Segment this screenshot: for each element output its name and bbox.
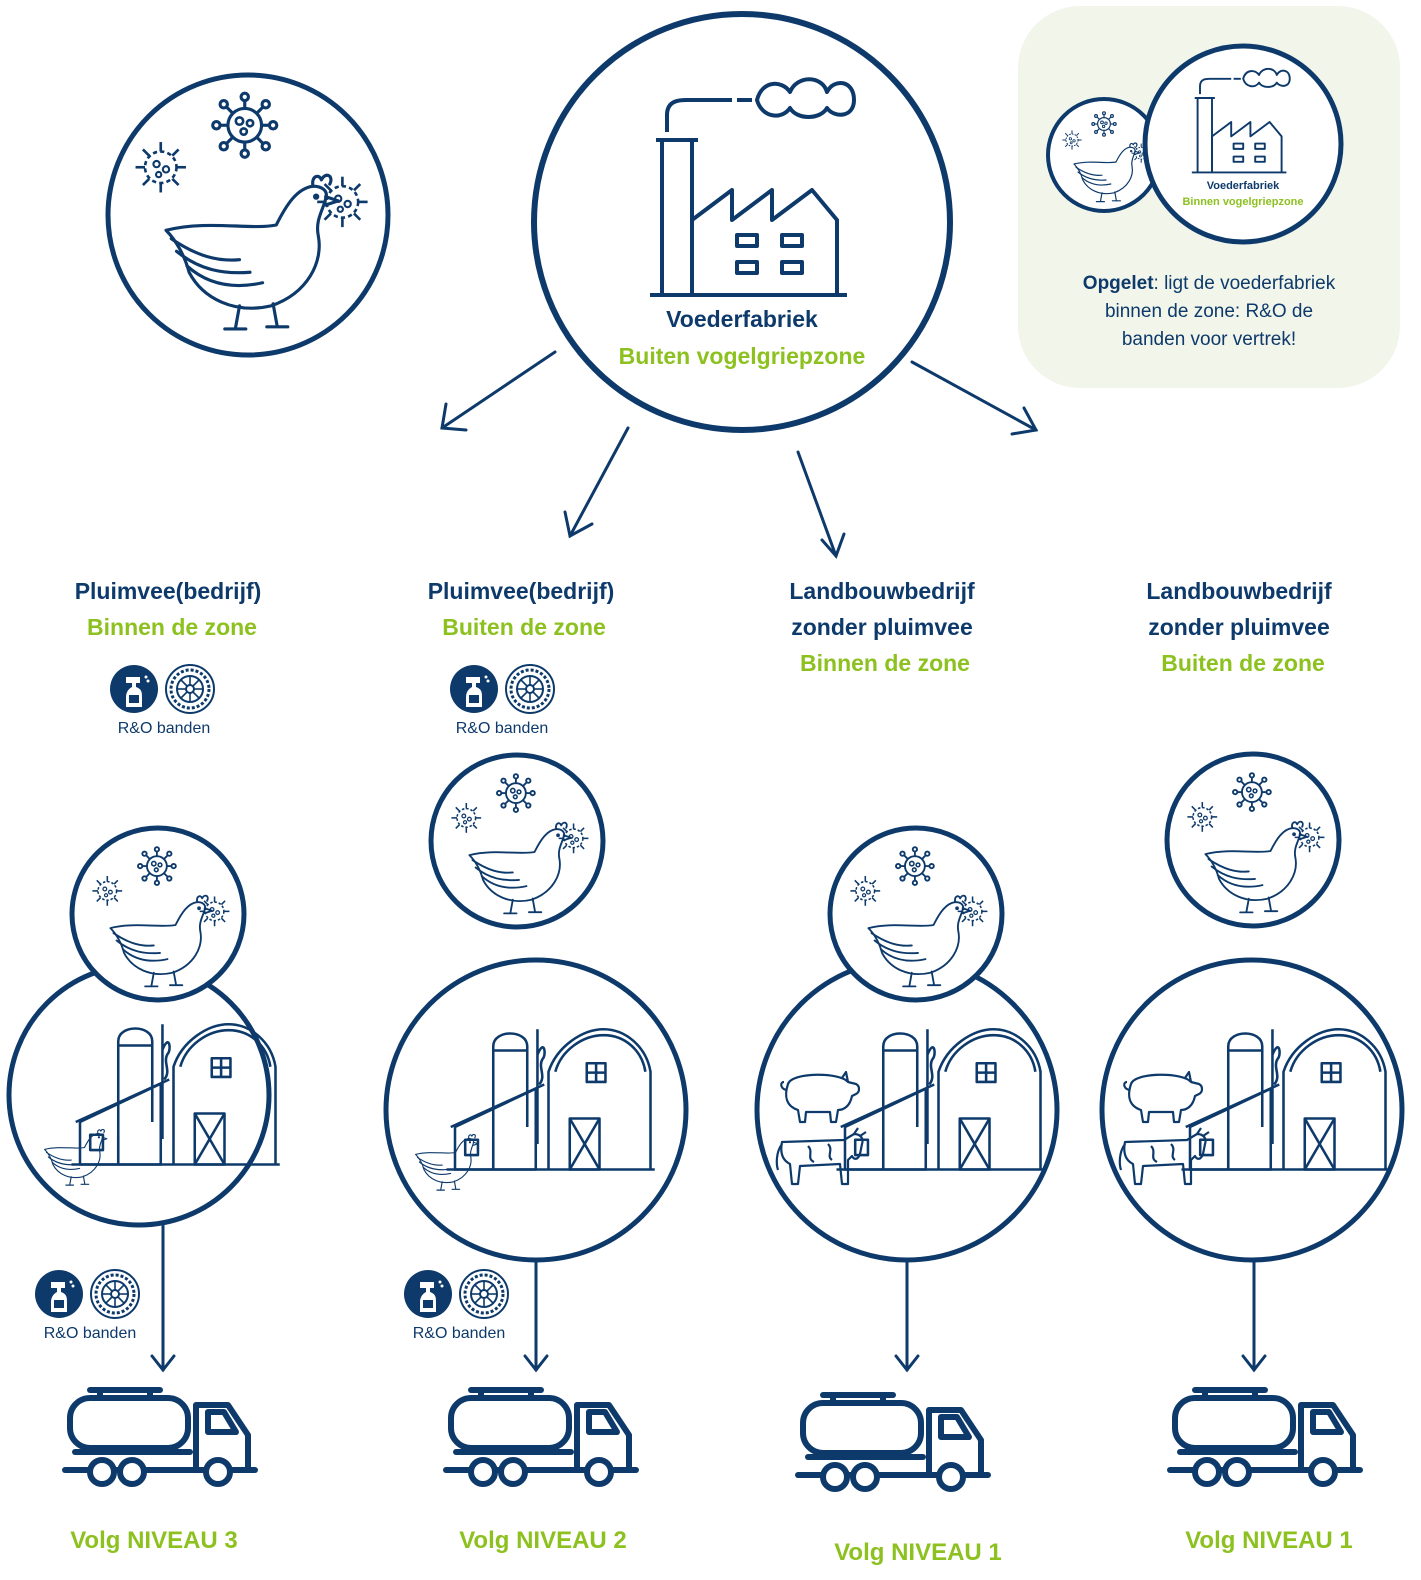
column-2-top-badge-label: R&O banden	[455, 720, 549, 737]
column-3-zone: Binnen de zone	[800, 650, 970, 676]
tanker-truck-icon	[1170, 1390, 1360, 1484]
spray-bottle-icon	[404, 1270, 452, 1318]
column-2-hen-circle	[428, 752, 606, 930]
arrow-icon	[150, 1224, 1267, 1373]
spray-bottle-icon	[110, 665, 158, 713]
note-line2: binnen de zone: R&O de	[1104, 301, 1314, 322]
column-3-title: Landbouwbedrijf	[789, 578, 975, 604]
column-1-barn-circle	[6, 962, 282, 1228]
column-3-hen-circle	[827, 825, 1005, 1003]
column-1-level: Volg NIVEAU 3	[70, 1527, 238, 1554]
column-1-zone: Binnen de zone	[87, 614, 257, 640]
column-2-level: Volg NIVEAU 2	[459, 1527, 627, 1554]
spray-bottle-icon	[35, 1270, 83, 1318]
column-4-hen-circle	[1164, 751, 1342, 929]
note-mini-subtitle: Binnen vogelgriepzone	[1182, 196, 1304, 208]
avian-flu-circle	[105, 72, 391, 358]
note-mini-title: Voederfabriek	[1206, 180, 1280, 192]
column-1-top-badge-label: R&O banden	[117, 720, 211, 737]
column-4-level: Volg NIVEAU 1	[1185, 1527, 1353, 1554]
column-4-title: Landbouwbedrijf	[1146, 578, 1332, 604]
note-line1: : ligt de voederfabriek	[1153, 273, 1336, 294]
note-bold: Opgelet	[1082, 273, 1154, 294]
column-3-barn-circle	[754, 957, 1060, 1263]
tire-icon	[504, 663, 556, 715]
arrow-icon	[440, 350, 1039, 559]
column-4-barn-circle	[1099, 957, 1405, 1263]
tire-icon	[89, 1268, 141, 1320]
column-2-zone: Buiten de zone	[442, 614, 606, 640]
spray-bottle-icon	[450, 665, 498, 713]
note-text: Opgelet: ligt de voederfabriek binnen de…	[1018, 270, 1400, 354]
column-2-title: Pluimvee(bedrijf)	[427, 578, 615, 604]
column-2-bottom-badge-label: R&O banden	[412, 1325, 506, 1342]
column-3-subtitle: zonder pluimvee	[791, 614, 973, 640]
factory-title: Voederfabriek	[666, 306, 818, 332]
column-4-subtitle: zonder pluimvee	[1148, 614, 1330, 640]
factory-subtitle: Buiten vogelgriepzone	[618, 343, 866, 369]
note-illustration	[1046, 43, 1344, 245]
note-line3: banden voor vertrek!	[1121, 329, 1297, 350]
tanker-truck-icon	[446, 1390, 636, 1484]
column-4-zone: Buiten de zone	[1161, 650, 1325, 676]
column-2-barn-circle	[383, 957, 689, 1263]
column-3-level: Volg NIVEAU 1	[834, 1539, 1002, 1566]
note-box: Voederfabriek Binnen vogelgriepzone Opge…	[1018, 6, 1400, 388]
factory-circle	[531, 11, 953, 433]
column-1-title: Pluimvee(bedrijf)	[74, 578, 262, 604]
column-1-bottom-badge-label: R&O banden	[43, 1325, 137, 1342]
tire-icon	[164, 663, 216, 715]
column-1-hen-circle	[69, 825, 247, 1003]
tanker-truck-icon	[65, 1390, 255, 1484]
tanker-truck-icon	[798, 1395, 988, 1489]
tire-icon	[458, 1268, 510, 1320]
